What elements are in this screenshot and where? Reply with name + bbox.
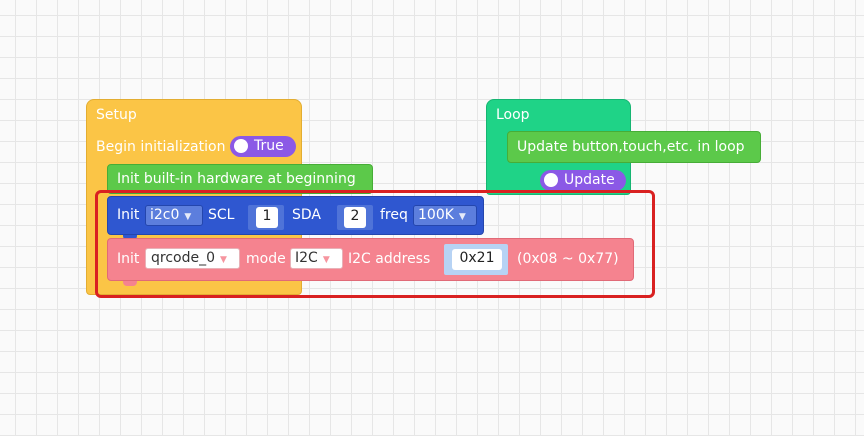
- address-range-label: (0x08 ~ 0x77): [517, 251, 619, 267]
- setup-title: Setup: [96, 107, 137, 123]
- update-loop-label: Update button,touch,etc. in loop: [517, 139, 745, 155]
- init-builtin-hardware-label: Init built-in hardware at beginning: [117, 171, 356, 187]
- i2c-bus-dropdown[interactable]: i2c0 ▼: [145, 205, 203, 226]
- mode-dropdown[interactable]: I2C ▼: [290, 248, 343, 269]
- begin-initialization-label: Begin initialization: [96, 139, 226, 155]
- sda-label: SDA: [292, 207, 321, 223]
- qrcode-name-value: qrcode_0: [151, 250, 216, 266]
- mode-value: I2C: [295, 250, 318, 266]
- chevron-down-icon: ▼: [220, 255, 227, 265]
- chevron-down-icon: ▼: [184, 212, 192, 222]
- qrcode-name-dropdown[interactable]: qrcode_0 ▼: [145, 248, 240, 269]
- i2c-init-label: Init: [117, 207, 140, 223]
- chevron-down-icon: ▼: [322, 255, 330, 265]
- i2c-bus-value: i2c0: [150, 207, 180, 223]
- update-toggle[interactable]: Update: [540, 170, 626, 191]
- begin-toggle[interactable]: True: [230, 136, 296, 157]
- freq-label: freq: [380, 207, 408, 223]
- toggle-knob-icon: [234, 139, 248, 153]
- highlight-box: [95, 190, 655, 298]
- qrcode-block-notch: [123, 281, 137, 286]
- toggle-knob-icon: [544, 173, 558, 187]
- freq-dropdown[interactable]: 100K ▼: [413, 205, 477, 226]
- i2c-block-notch: [123, 235, 137, 240]
- scl-label: SCL: [208, 207, 235, 223]
- init-builtin-hardware-block[interactable]: [107, 164, 373, 194]
- freq-value: 100K: [418, 207, 454, 223]
- qrcode-init-label: Init: [117, 251, 140, 267]
- i2c-address-label: I2C address: [348, 251, 431, 267]
- chevron-down-icon: ▼: [458, 212, 466, 222]
- loop-title: Loop: [496, 107, 530, 123]
- sda-input[interactable]: 2: [344, 207, 366, 228]
- update-toggle-label: Update: [564, 172, 615, 188]
- scl-input[interactable]: 1: [256, 207, 278, 228]
- i2c-address-input[interactable]: 0x21: [452, 249, 502, 270]
- begin-toggle-label: True: [254, 138, 284, 154]
- mode-label: mode: [246, 251, 286, 267]
- update-loop-block[interactable]: [507, 131, 761, 163]
